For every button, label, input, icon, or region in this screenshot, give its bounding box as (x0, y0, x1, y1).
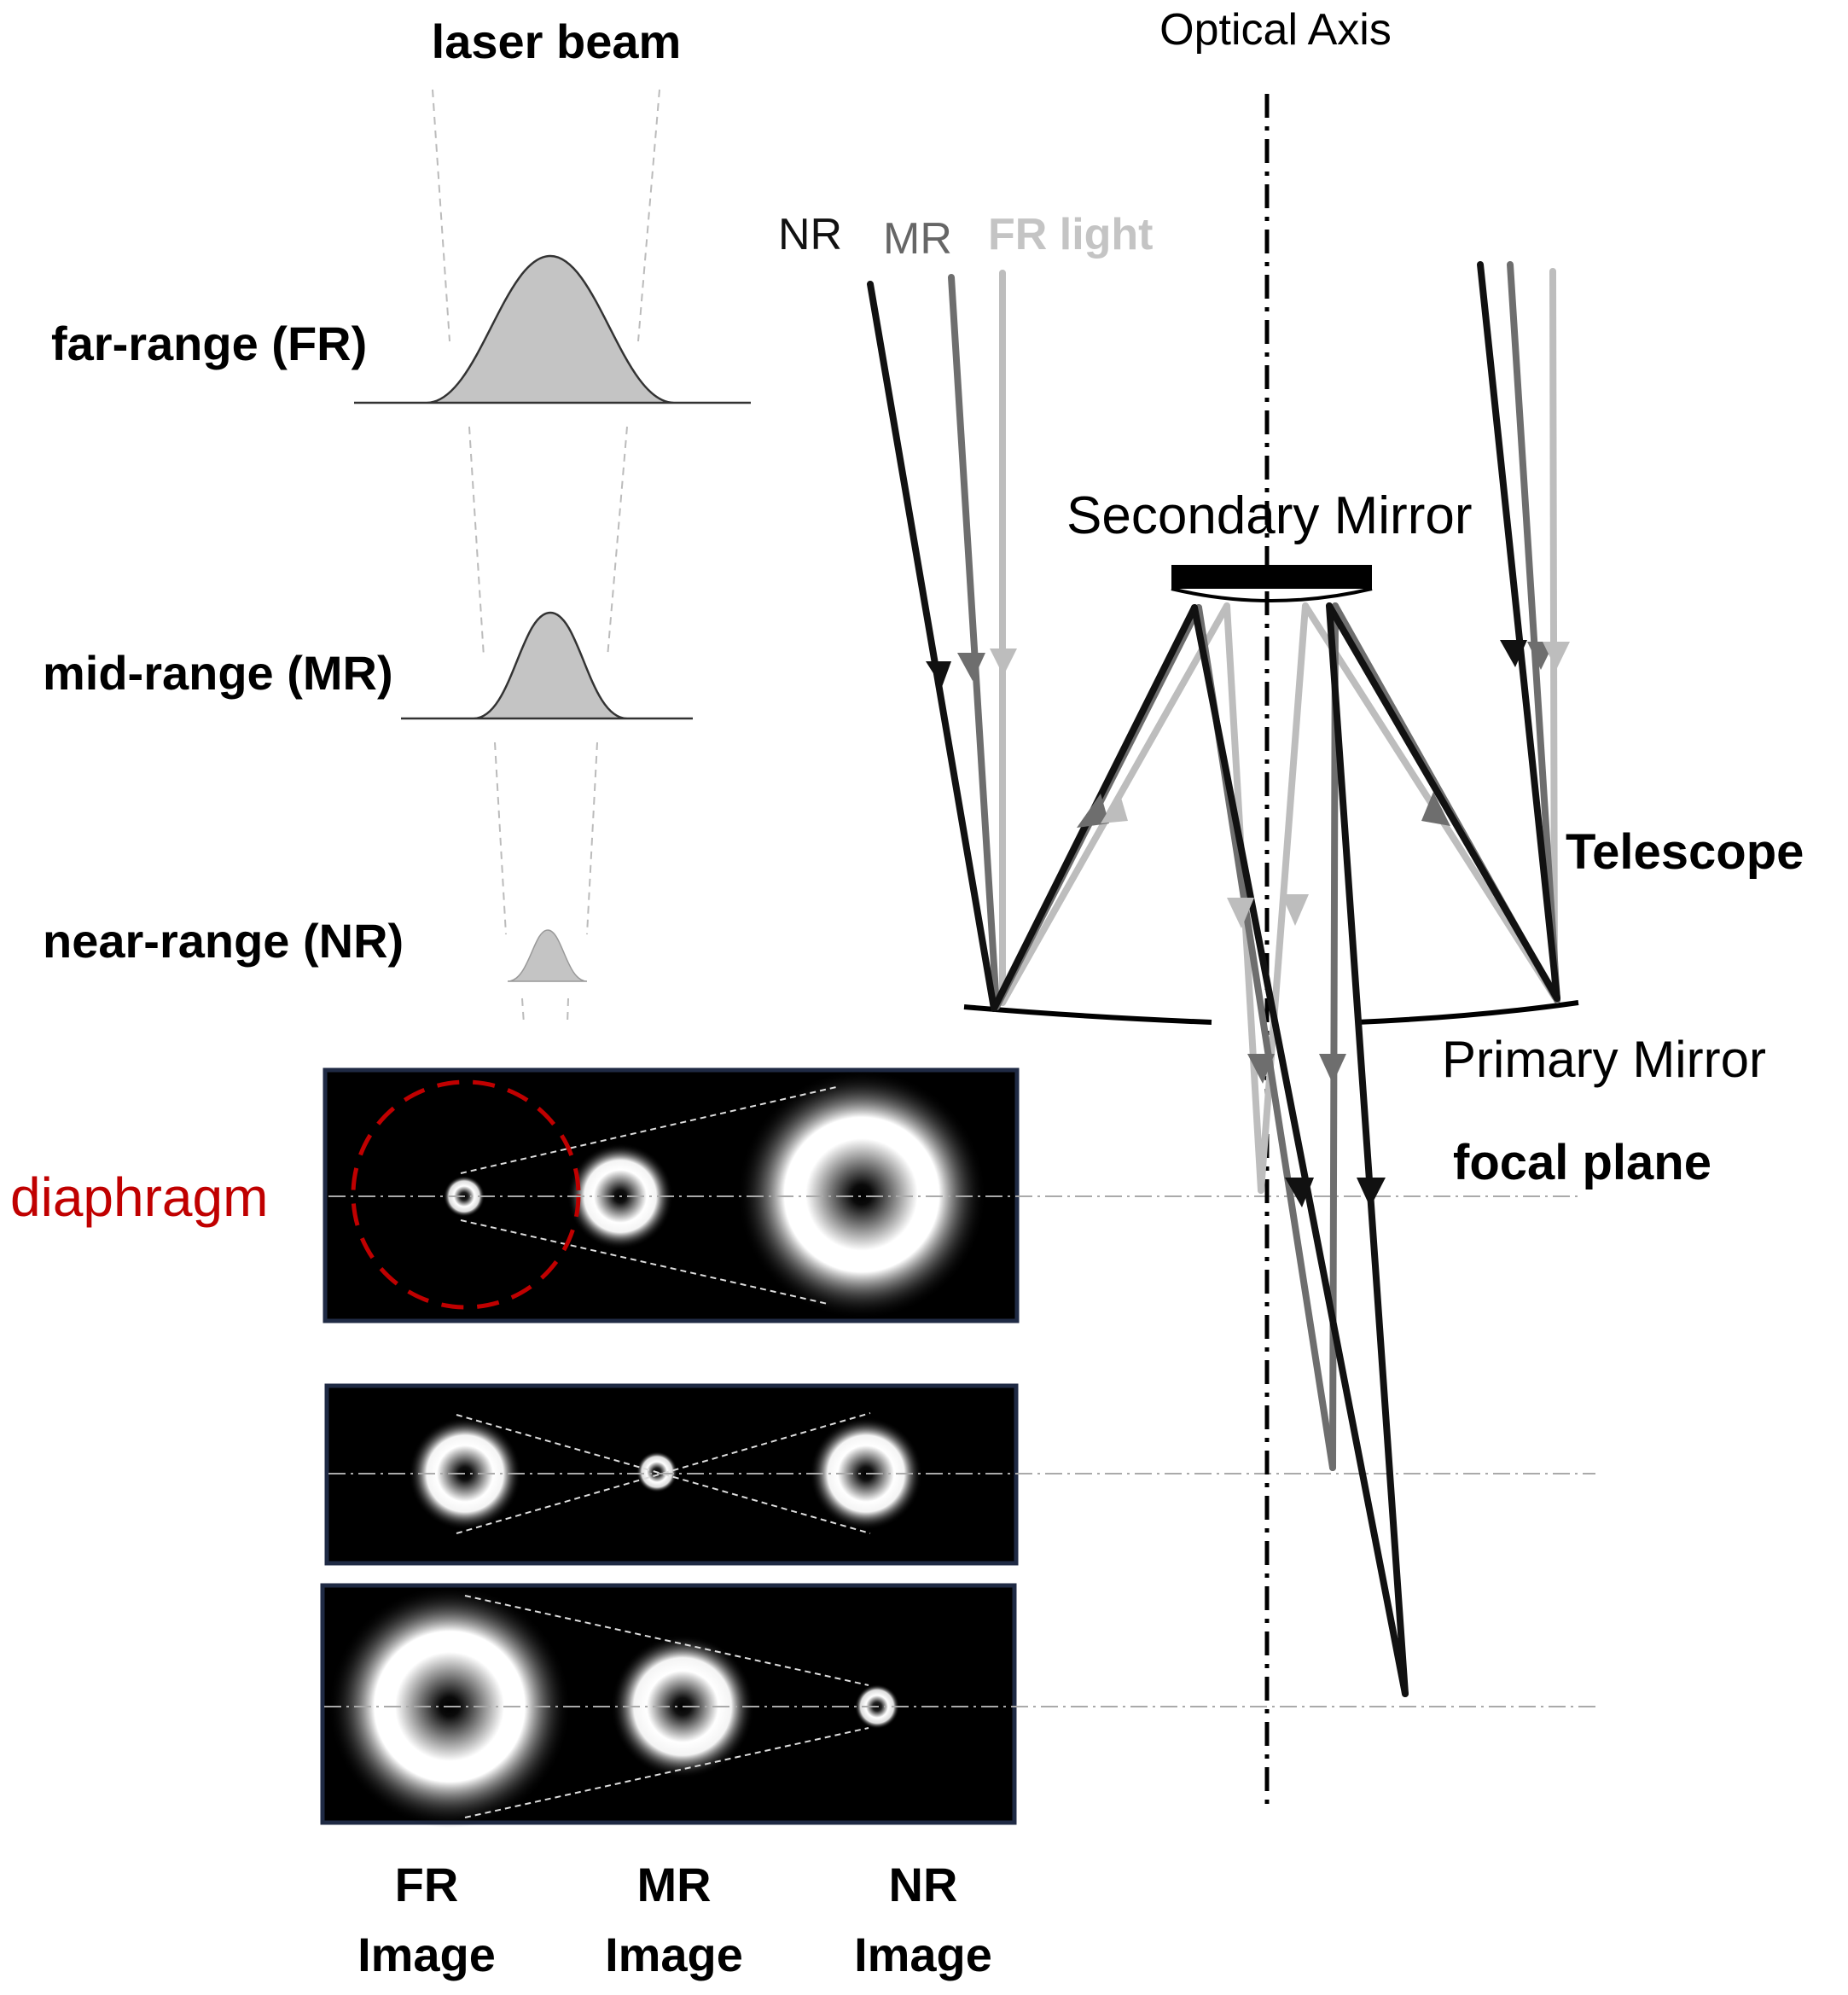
far-range-profile (354, 254, 751, 404)
mr-image-label-line1: MR (636, 1858, 711, 1911)
image-center-lines (324, 1195, 1595, 1707)
mid-range-label: mid-range (MR) (43, 646, 393, 700)
near-range-profile (507, 929, 588, 982)
fr-image-label-line2: Image (357, 1928, 496, 1981)
mr-rays (948, 261, 1560, 1471)
beam-divergence-lines (432, 89, 660, 1025)
optical-axis-label: Optical Axis (1159, 5, 1392, 55)
diaphragm-label: diaphragm (10, 1166, 268, 1228)
mid-range-profile (401, 611, 693, 720)
nr-spot (737, 1070, 986, 1319)
laser-beam-label: laser beam (432, 15, 682, 68)
secondary-mirror (1171, 565, 1372, 589)
far-range-label: far-range (FR) (51, 317, 367, 370)
telescope-label: Telescope (1566, 824, 1804, 880)
nr-image-label-line2: Image (854, 1928, 992, 1981)
primary-mirror-left (963, 1004, 1212, 1025)
nr-light-label: NR (778, 210, 842, 259)
mr-light-label: MR (883, 214, 952, 264)
primary-mirror-label: Primary Mirror (1442, 1031, 1766, 1088)
primary-mirror-right (1356, 1000, 1579, 1025)
fr-light-label: FR light (988, 210, 1154, 259)
secondary-mirror-label: Secondary Mirror (1066, 486, 1472, 545)
ray-arrowheads (926, 640, 1570, 1207)
near-range-label: near-range (NR) (43, 914, 404, 968)
nr-image-label-line1: NR (889, 1858, 958, 1911)
mr-image-label-line2: Image (605, 1928, 743, 1981)
fr-image-label-line1: FR (395, 1858, 459, 1911)
diaphragm-circle (351, 1079, 581, 1310)
focal-plane-label: focal plane (1453, 1135, 1711, 1190)
